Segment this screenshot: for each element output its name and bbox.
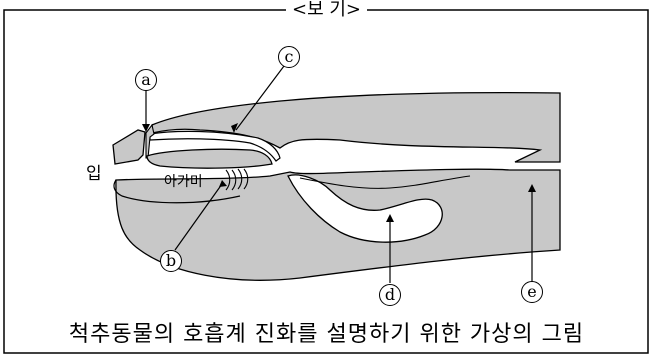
label-c: c	[278, 46, 300, 68]
label-gill: 아가미	[164, 171, 203, 191]
pharynx-upper-lobe	[147, 149, 272, 168]
box-title: <보 기>	[0, 0, 653, 20]
label-d: d	[379, 284, 401, 306]
label-e: e	[521, 281, 543, 303]
hook-a	[146, 125, 154, 158]
label-a: a	[135, 69, 157, 91]
label-mouth: 입	[86, 159, 102, 184]
label-b: b	[160, 250, 182, 272]
upper-snout	[113, 130, 145, 164]
figure-caption: 척추동물의 호흡계 진화를 설명하기 위한 가상의 그림	[0, 316, 653, 348]
